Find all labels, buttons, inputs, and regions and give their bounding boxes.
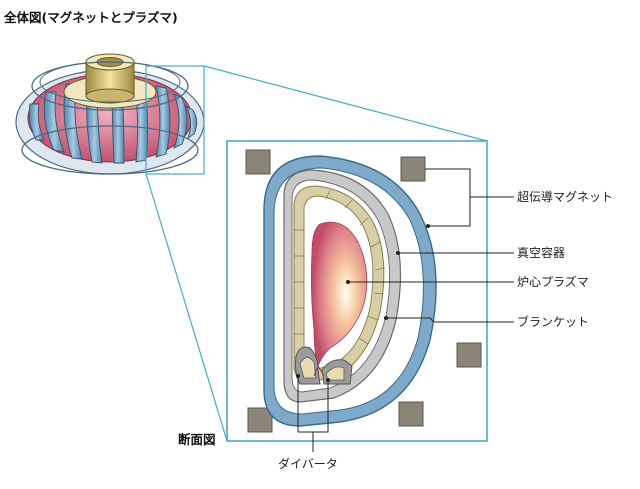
leader-dots (296, 224, 430, 382)
coil-square-bottom-right (398, 401, 424, 427)
label-plasma: 炉心プラズマ (517, 274, 589, 289)
torus-overview (15, 53, 205, 175)
leader-lines (297, 168, 514, 452)
zoom-source-box (145, 65, 205, 175)
label-vacuum-vessel: 真空容器 (517, 245, 565, 260)
coil-square-mid-right (456, 342, 482, 368)
label-divertor: ダイバータ (278, 456, 338, 471)
core-plasma (310, 221, 368, 368)
cross-section-title: 断面図 (178, 432, 216, 447)
zoom-guides (145, 65, 488, 442)
coil-square-top-left (245, 149, 271, 175)
label-magnet: 超伝導マグネット (517, 189, 613, 204)
divertor (295, 346, 353, 385)
label-blanket: ブランケット (517, 314, 589, 329)
coil-square-bottom-left (247, 407, 273, 433)
blanket-leader (386, 317, 514, 323)
coil-square-top-right (400, 156, 426, 182)
overview-title: 全体図(マグネットとプラズマ) (3, 10, 178, 25)
